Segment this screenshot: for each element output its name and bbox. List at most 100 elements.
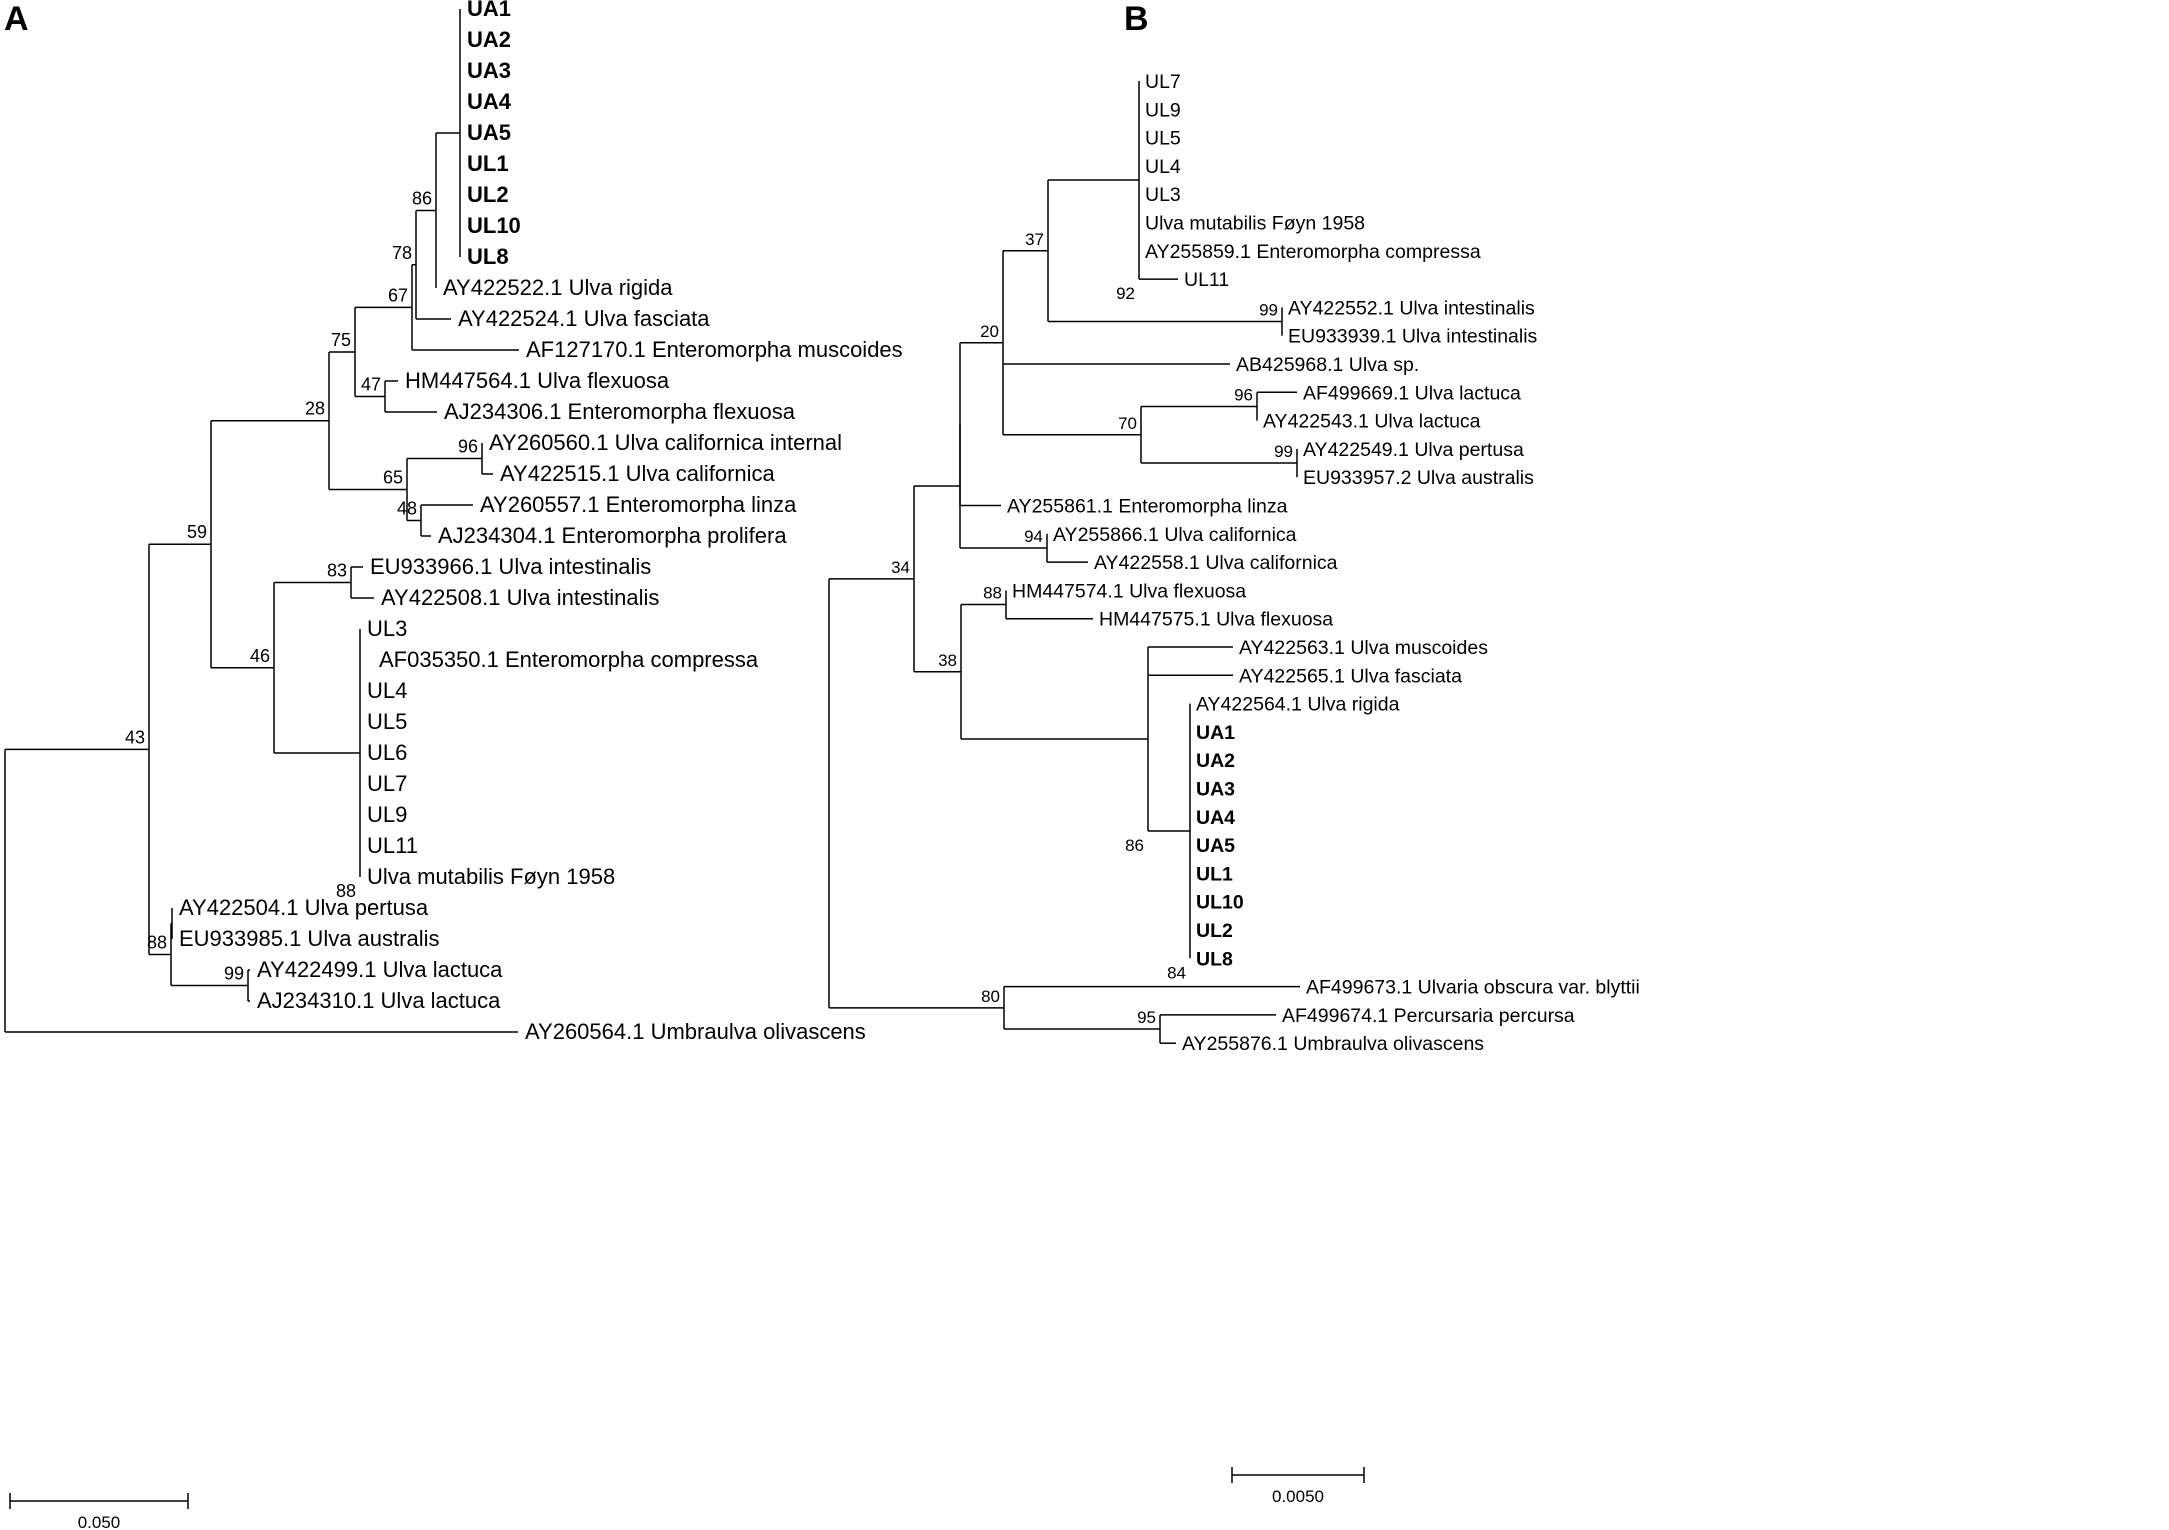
leaf-label: AY422508.1 Ulva intestinalis (381, 585, 659, 610)
leaf-label: HM447574.1 Ulva flexuosa (1012, 580, 1246, 602)
leaf-label: AF499673.1 Ulvaria obscura var. blyttii (1306, 977, 1640, 999)
tree-b-branches (828, 81, 1300, 1044)
leaf-label: AY422543.1 Ulva lactuca (1263, 411, 1481, 433)
leaf-label: AJ234310.1 Ulva lactuca (257, 988, 501, 1013)
bootstrap-value: 95 (1137, 1008, 1156, 1027)
leaf-label: Ulva mutabilis Føyn 1958 (367, 864, 615, 889)
leaf-label: AJ234306.1 Enteromorpha flexuosa (444, 399, 796, 424)
bootstrap-value: 75 (331, 330, 351, 350)
leaf-label: UL11 (367, 833, 418, 858)
leaf-label: UA2 (1196, 750, 1235, 772)
leaf-label: AY422524.1 Ulva fasciata (458, 306, 710, 331)
leaf-label: AY260557.1 Enteromorpha linza (480, 492, 797, 517)
leaf-label: HM447564.1 Ulva flexuosa (405, 368, 670, 393)
leaf-label: EU933939.1 Ulva intestinalis (1288, 326, 1538, 348)
leaf-label: AY422504.1 Ulva pertusa (179, 895, 429, 920)
bootstrap-value: 37 (1025, 230, 1044, 249)
leaf-label: AY422552.1 Ulva intestinalis (1288, 297, 1535, 319)
leaf-label: AF035350.1 Enteromorpha compressa (379, 647, 759, 672)
scale-bar-b-label: 0.0050 (1272, 1487, 1324, 1506)
leaf-label: AY422522.1 Ulva rigida (443, 275, 673, 300)
leaf-label: AY260564.1 Umbraulva olivascens (525, 1019, 866, 1044)
leaf-label: AY422563.1 Ulva muscoides (1239, 637, 1488, 659)
bootstrap-value: 80 (981, 987, 1000, 1006)
leaf-label: AY255866.1 Ulva californica (1053, 524, 1297, 546)
leaf-label: AY422499.1 Ulva lactuca (257, 957, 503, 982)
leaf-label: UL9 (1145, 99, 1181, 121)
leaf-label: UL4 (367, 678, 407, 703)
leaf-label: UL10 (1196, 892, 1244, 914)
leaf-label: EU933957.2 Ulva australis (1303, 467, 1534, 489)
bootstrap-value: 47 (361, 375, 381, 395)
bootstrap-value: 65 (383, 468, 403, 488)
tree-b-labels: 342037929970969994388886848095UL7UL9UL5U… (891, 71, 1640, 1055)
leaf-label: AF499669.1 Ulva lactuca (1303, 382, 1521, 404)
bootstrap-value: 86 (1125, 836, 1144, 855)
bootstrap-value: 38 (938, 651, 957, 670)
leaf-label: UL8 (1196, 948, 1233, 970)
bootstrap-value: 99 (1259, 301, 1278, 320)
bootstrap-value: 99 (1274, 442, 1293, 461)
leaf-label: UL3 (1145, 184, 1181, 206)
bootstrap-value: 96 (458, 437, 478, 457)
leaf-label: AY255861.1 Enteromorpha linza (1007, 496, 1288, 518)
leaf-label: UA2 (467, 27, 511, 52)
tree-panel-b: B 342037929970969994388886848095UL7UL9UL… (828, 0, 1640, 1506)
tree-a-branches (4, 9, 519, 1033)
bootstrap-value: 84 (1167, 963, 1186, 982)
leaf-label: UA3 (467, 58, 511, 83)
scale-bar-a: 0.050 (9, 1493, 189, 1530)
bootstrap-value: 88 (147, 933, 167, 953)
leaf-label: UL7 (1145, 71, 1181, 93)
leaf-label: UL7 (367, 771, 407, 796)
leaf-label: UA1 (467, 0, 511, 21)
leaf-label: AY422558.1 Ulva californica (1094, 552, 1338, 574)
leaf-label: AY422515.1 Ulva californica (500, 461, 776, 486)
leaf-label: AF499674.1 Percursaria percursa (1282, 1005, 1575, 1027)
leaf-label: UA5 (467, 120, 511, 145)
panel-label-a: A (4, 0, 29, 38)
leaf-label: UL3 (367, 616, 407, 641)
bootstrap-value: 59 (187, 522, 207, 542)
leaf-label: UA3 (1196, 779, 1235, 801)
leaf-label: UL6 (367, 740, 407, 765)
leaf-label: AY255859.1 Enteromorpha compressa (1145, 241, 1481, 263)
leaf-label: HM447575.1 Ulva flexuosa (1099, 609, 1333, 631)
leaf-label: AY422565.1 Ulva fasciata (1239, 665, 1462, 687)
bootstrap-value: 86 (412, 189, 432, 209)
leaf-label: UA4 (1196, 807, 1235, 829)
bootstrap-value: 78 (392, 243, 412, 263)
bootstrap-value: 88 (983, 584, 1002, 603)
leaf-label: EU933966.1 Ulva intestinalis (370, 554, 651, 579)
leaf-label: UA4 (467, 89, 512, 114)
leaf-label: AY255876.1 Umbraulva olivascens (1182, 1033, 1484, 1055)
bootstrap-value: 48 (397, 499, 417, 519)
leaf-label: AY260560.1 Ulva californica internal (489, 430, 842, 455)
leaf-label: EU933985.1 Ulva australis (179, 926, 439, 951)
leaf-label: AY422549.1 Ulva pertusa (1303, 439, 1524, 461)
bootstrap-value: 70 (1118, 414, 1137, 433)
scale-bar-b: 0.0050 (1231, 1467, 1365, 1506)
leaf-label: AF127170.1 Enteromorpha muscoides (526, 337, 903, 362)
bootstrap-value: 43 (125, 727, 145, 747)
bootstrap-value: 99 (224, 964, 244, 984)
leaf-label: UL8 (467, 244, 509, 269)
leaf-label: UA1 (1196, 722, 1235, 744)
leaf-label: UA5 (1196, 835, 1235, 857)
bootstrap-value: 46 (250, 646, 270, 666)
leaf-label: UL1 (1196, 863, 1233, 885)
bootstrap-value: 94 (1024, 527, 1043, 546)
leaf-label: UL11 (1184, 269, 1229, 291)
leaf-label: UL2 (467, 182, 509, 207)
bootstrap-value: 28 (305, 399, 325, 419)
tree-a-labels: 43592875677886476596484683888899UA1UA2UA… (125, 0, 903, 1044)
leaf-label: UL1 (467, 151, 509, 176)
tree-panel-a: A 43592875677886476596484683888899UA1UA2… (4, 0, 903, 1530)
leaf-label: AY422564.1 Ulva rigida (1196, 694, 1400, 716)
bootstrap-value: 88 (336, 881, 356, 901)
leaf-label: UL9 (367, 802, 407, 827)
leaf-label: Ulva mutabilis Føyn 1958 (1145, 213, 1365, 235)
bootstrap-value: 96 (1234, 385, 1253, 404)
bootstrap-value: 92 (1116, 284, 1135, 303)
